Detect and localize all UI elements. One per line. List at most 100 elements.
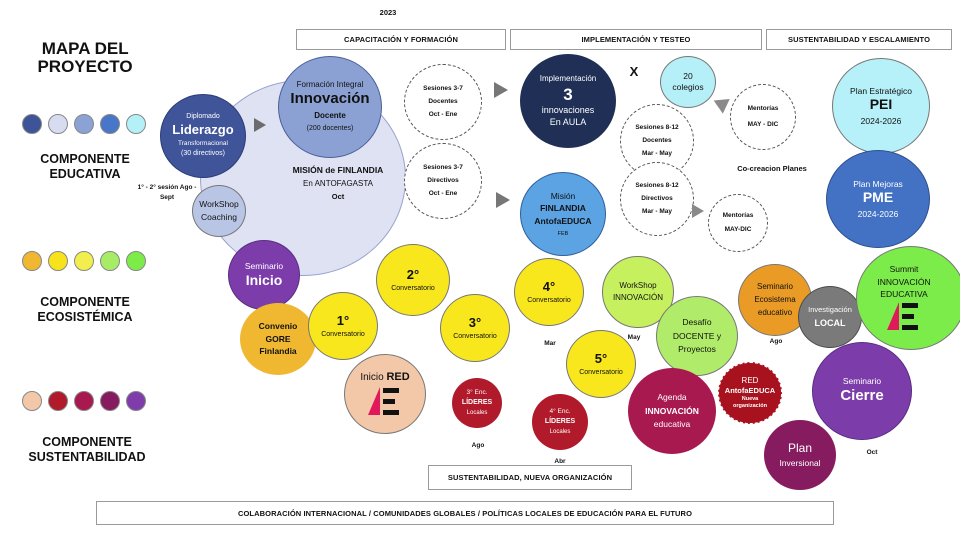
ses812-dir-l2: Directivos bbox=[641, 194, 673, 202]
ses-doc-l1: Sesiones 3-7 bbox=[423, 84, 463, 92]
arrow-icon bbox=[254, 118, 266, 132]
colegios-l2: colegios bbox=[672, 82, 704, 92]
inicio-red-l2: RED bbox=[386, 371, 410, 384]
ago-label: Ago bbox=[769, 338, 783, 345]
implementacion-l1: Implementación bbox=[539, 74, 597, 84]
component-sustentabilidad-l2: SUSTENTABILIDAD bbox=[28, 450, 146, 464]
node-workshop-coaching: WorkShop Coaching bbox=[192, 185, 246, 237]
ses-dir-l2: Directivos bbox=[427, 176, 459, 184]
ses-doc-l3: Oct - Ene bbox=[428, 111, 458, 119]
enc3-month: Ago bbox=[471, 442, 485, 449]
node-pei: Plan Estratégico PEI 2024-2026 bbox=[832, 58, 930, 154]
seminario-inicio-l1: Seminario bbox=[244, 260, 284, 271]
node-agenda-innovacion: Agenda INNOVACIÓN educativa bbox=[628, 368, 716, 454]
desafio-l3: Proyectos bbox=[678, 344, 716, 355]
summit-l2: INNOVACIÓN bbox=[877, 276, 931, 287]
conv1-l2: Conversatorio bbox=[321, 330, 365, 338]
node-plan-inversional: Plan Inversional bbox=[764, 420, 836, 490]
legend-dot bbox=[48, 251, 68, 271]
diplomado-l1: Diplomado bbox=[186, 113, 220, 121]
year-label: 2023 bbox=[379, 8, 397, 17]
node-mision-antofaeduca: Misión FINLANDIA AntofaEDUCA FEB bbox=[520, 172, 606, 256]
node-20-colegios: 20 colegios bbox=[660, 56, 716, 108]
pei-l2: PEI bbox=[869, 96, 893, 113]
node-mentorias-1: Mentorías MAY - DIC bbox=[730, 84, 796, 150]
legend-dot bbox=[22, 391, 42, 411]
node-diplomado-liderazgo: Diplomado Liderazgo Transformacional (30… bbox=[160, 94, 246, 178]
investigacion-l1: Investigación bbox=[808, 305, 852, 315]
mision-antofa-l4: FEB bbox=[557, 230, 569, 237]
component-educativa-label: COMPONENTE EDUCATIVA bbox=[20, 152, 150, 182]
phase-implementacion: IMPLEMENTACIÓN Y TESTEO bbox=[510, 29, 762, 50]
may-label: May bbox=[627, 334, 641, 341]
ses-doc-l2: Docentes bbox=[428, 97, 458, 105]
diplomado-l4: (30 directivos) bbox=[181, 150, 225, 158]
legend-dots-ecosistemica bbox=[22, 251, 146, 271]
node-sesiones-8-12-directivos: Sesiones 8-12 Directivos Mar - May bbox=[620, 162, 694, 236]
mentorias1-l1: Mentorías bbox=[747, 104, 779, 112]
seminario-inicio-l2: Inicio bbox=[245, 271, 283, 288]
implementacion-l2: 3 bbox=[563, 85, 573, 105]
enc3-l2: LÍDERES bbox=[461, 398, 493, 406]
conv3-l1: 3° bbox=[468, 314, 482, 330]
node-conversatorio-1: 1° Conversatorio bbox=[308, 292, 378, 360]
formacion-l4: (200 docentes) bbox=[306, 125, 354, 132]
cocreacion-label: Co-creacion Planes bbox=[737, 164, 807, 173]
investigacion-l2: LOCAL bbox=[814, 317, 846, 328]
formacion-l3: Docente bbox=[314, 111, 346, 120]
component-educativa-l1: COMPONENTE bbox=[40, 152, 130, 166]
node-encuentro-4-lideres: 4° Enc. LÍDERES Locales bbox=[532, 394, 588, 450]
x-mark: X bbox=[629, 64, 639, 79]
pme-l2: PME bbox=[862, 189, 894, 206]
legend-dot bbox=[74, 391, 94, 411]
enc3-l3: Locales bbox=[466, 409, 488, 416]
sesion-side-label: 1° - 2° sesión Ago - Sept bbox=[134, 183, 200, 203]
mision-finlandia-l2: En ANTOFAGASTA bbox=[303, 178, 373, 188]
node-conversatorio-3: 3° Conversatorio bbox=[440, 294, 510, 362]
seminario-cierre-l2: Cierre bbox=[840, 386, 884, 404]
page-title: MAPA DEL PROYECTO bbox=[14, 40, 156, 76]
mentorias1-l2: MAY - DIC bbox=[747, 121, 779, 128]
legend-dot bbox=[126, 251, 146, 271]
formacion-l1: Formación Integral bbox=[296, 80, 364, 90]
enc4-l2: LÍDERES bbox=[544, 417, 576, 425]
legend-dot bbox=[48, 391, 68, 411]
legend-dots-educativa bbox=[22, 114, 146, 134]
legend-dot bbox=[100, 251, 120, 271]
node-red-antofaeduca: RED AntofaEDUCA Nueva organización bbox=[718, 362, 782, 424]
mar-label: Mar bbox=[544, 340, 556, 347]
legend-dot bbox=[126, 114, 146, 134]
workshop-coaching-l1: WorkShop bbox=[199, 199, 239, 210]
legend-dot bbox=[74, 251, 94, 271]
component-sustentabilidad-l1: COMPONENTE bbox=[42, 435, 132, 449]
red-antofa-l2: AntofaEDUCA bbox=[724, 385, 776, 395]
node-sesiones-3-7-docentes: Sesiones 3-7 Docentes Oct - Ene bbox=[404, 64, 482, 140]
arrow-icon bbox=[496, 192, 510, 208]
ses812-dir-l3: Mar - May bbox=[642, 208, 672, 216]
mision-antofa-l1: Misión bbox=[550, 190, 576, 201]
ses812-doc-l3: Mar - May bbox=[642, 150, 672, 158]
summit-l1: Summit bbox=[889, 264, 919, 275]
pei-l3: 2024-2026 bbox=[860, 115, 902, 126]
node-conversatorio-4: 4° Conversatorio bbox=[514, 258, 584, 326]
colegios-l1: 20 bbox=[683, 71, 693, 82]
ses812-doc-l1: Sesiones 8-12 bbox=[635, 123, 679, 131]
component-sustentabilidad-label: COMPONENTE SUSTENTABILIDAD bbox=[14, 435, 160, 465]
convenio-l1: Convenio bbox=[258, 321, 298, 332]
agenda-l2: INNOVACIÓN bbox=[645, 405, 699, 416]
ses812-dir-l1: Sesiones 8-12 bbox=[635, 181, 679, 189]
node-investigacion-local: Investigación LOCAL bbox=[798, 286, 862, 348]
node-seminario-inicio: Seminario Inicio bbox=[228, 240, 300, 310]
seminario-cierre-l1: Seminario bbox=[842, 376, 882, 387]
summit-l3: EDUCATIVA bbox=[880, 289, 928, 300]
node-summit-innovacion: Summit INNOVACIÓN EDUCATIVA bbox=[856, 246, 960, 350]
title-line-2: PROYECTO bbox=[37, 56, 133, 76]
seminario-eco-l3: educativo bbox=[757, 308, 793, 317]
legend-dot bbox=[100, 114, 120, 134]
formacion-l2: Innovación bbox=[290, 90, 370, 108]
agenda-l1: Agenda bbox=[657, 392, 687, 403]
node-convenio-gore: Convenio GORE Finlandia bbox=[240, 303, 316, 375]
seminario-eco-l1: Seminario bbox=[756, 282, 793, 291]
node-conversatorio-5: 5° Conversatorio bbox=[566, 330, 636, 398]
